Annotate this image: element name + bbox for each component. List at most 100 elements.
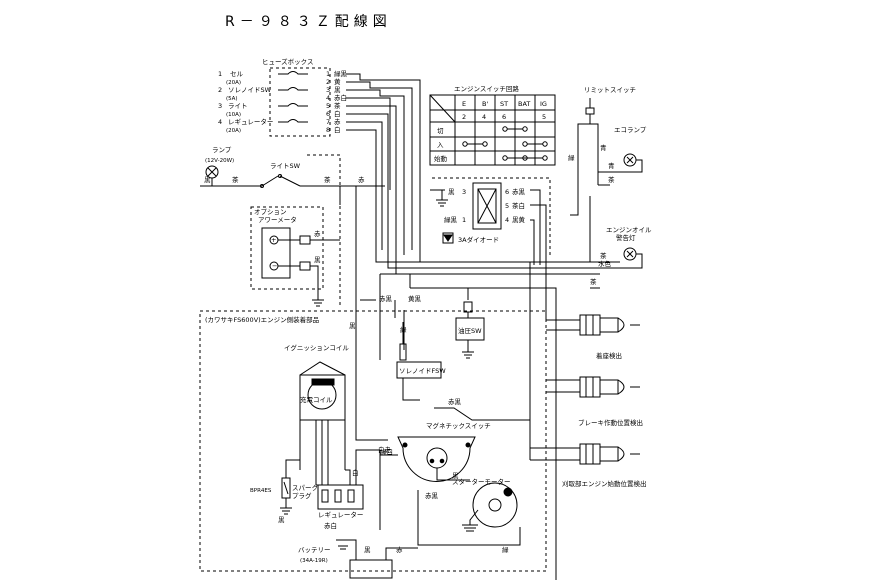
option-sub: アワーメータ [258,215,297,224]
terminal-2-color: 黄 [334,77,341,86]
terminal-8-color: 白 [334,125,341,134]
magneto-wire-white-red: 白赤 [378,445,392,454]
terminal-7-num: 7 [326,118,330,126]
diode-label: 3Aダイオード [458,235,499,244]
regulator-wire-green-white: 緑白 [380,447,393,456]
detect-2-label: ブレーキ作動位置検出 [578,418,643,427]
fuse-element-1 [278,71,308,75]
num-e: 2 [462,113,466,121]
relay-left-num-2: 1 [462,216,466,224]
terminal-3-color: 黒 [334,86,341,94]
battery-wire-red: 赤 [396,546,403,554]
light-wire-red: 赤 [358,176,365,184]
hour-meter-body [261,227,291,279]
oil-sw-label: 油圧SW [458,326,482,335]
battery-body [349,559,393,579]
solenoid-wire-green: 緑 [400,325,407,334]
meter-minus-icon: − [272,262,277,270]
ignition-coil-label: イグニッションコイル [284,343,349,352]
fuse-2-num: 2 [218,86,222,94]
oil-lamp-line2: 警告灯 [616,233,636,242]
fuse-3-label: ライト [228,102,248,110]
terminal-5-color: 茶 [334,101,341,110]
terminal-1-num: 1 [326,70,330,78]
col-bat: BAT [518,100,530,108]
lamp-wire-black: 黒 [204,176,211,184]
relay-frame [472,182,502,230]
fuse-box: ヒューズボックス 1 セル (20A) 2 ソレノイドSW (5A) 3 ライト… [218,57,348,137]
relay-right-color-5: 茶白 [512,201,525,210]
terminal-7-color: 赤 [334,118,341,126]
bus-wire-yellow-black: 黄黒 [408,294,422,303]
fuse-box-frame [269,67,331,137]
regulator-label: レギュレーター [318,510,363,519]
terminal-6-color: 白 [334,109,341,118]
meter-wire-black: 黒 [314,256,321,264]
col-e: E [462,100,466,108]
relay-right-color-6: 赤黒 [512,188,526,196]
meter-plus-icon: + [271,236,276,244]
fuse-1-num: 1 [218,70,222,78]
fuse-3-rating: (10A) [226,112,241,118]
row-on: 入 [437,141,444,149]
num-b: 4 [482,113,486,121]
bus-lines: 赤黒 黄黒 茶 [355,186,620,580]
row-off: 切 [437,127,444,135]
col-ig: IG [540,100,547,108]
lamp-label: ランプ [212,146,232,154]
relay-left-num-1: 3 [462,188,466,196]
magneto-switch-label: マグネチックスイッチ [426,421,491,430]
light-wire-brown-2: 茶 [324,175,331,184]
relay-right-color-4: 黒黄 [512,215,526,224]
solenoid-label: ソレノイドFSW [399,367,446,375]
starter-wire-red-black: 赤黒 [425,492,439,500]
bus-wire-red-black: 赤黒 [379,295,393,303]
lamp-spec: (12V-20W) [205,158,234,164]
bus-wire-brown-right: 茶 [590,277,597,286]
fuse-4-num: 4 [218,118,222,126]
bpr4es-label: BPR4ES [250,488,272,494]
num-st: 6 [502,113,506,121]
fuse-element-3 [278,103,308,107]
fuse-1-label: セル [230,70,244,78]
col-st: ST [500,100,508,108]
diagram-title: R－９８３Ｚ配線図 [225,14,392,30]
fuse-box-wires [346,73,421,250]
meter-wire-red: 赤 [314,230,321,238]
starter-label-visible: スターターモーター [452,477,511,486]
eco-lamp-label: エコランプ [614,126,647,134]
magneto-wire-red-black: 赤黒 [448,398,462,406]
starter-motor [472,482,518,528]
relay-left-color-1: 黒 [448,188,455,196]
terminal-4-color: 赤白 [334,93,347,102]
engine-switch-table: エンジンスイッチ回路 E B' ST BAT IG 2 4 6 5 切 入 始動 [429,84,556,166]
fuse-2-rating: (5A) [226,96,238,102]
terminal-3-num: 3 [326,86,330,94]
mower-switch-connector [579,443,601,465]
terminal-4-num: 4 [326,94,330,102]
fuse-1-rating: (20A) [226,80,241,86]
engine-box: (カワサキFS600V)エンジン側装着部品 イグニッションコイル 充電コイル ス… [199,301,547,572]
eco-wire-blue: 青 [608,161,615,170]
fuse-4-rating: (20A) [226,128,241,134]
battery-label: バッテリー [298,546,331,554]
battery: バッテリー (34A-19R) 黒 赤 [298,539,418,579]
relay-right-num-5: 5 [505,202,509,210]
fuse-element-2 [278,87,308,91]
regulator-body [317,484,364,510]
terminal-1-color: 緑黒 [334,69,348,78]
row-start: 始動 [434,154,448,163]
spark-plug-label-2: プラグ [292,491,312,500]
detect-switches: 着座検出 ブレーキ作動位置検出 刈取部エンジン始動位置検出 [529,314,647,488]
fuse-2-label: ソレノイドSW [228,86,272,94]
seat-switch-connector [579,314,601,336]
relay-right-num-6: 6 [505,188,509,196]
col-b: B' [482,100,488,108]
charge-coil-label: 充電コイル [300,395,333,404]
oil-wire-light-blue: 水色 [598,259,612,268]
spark-plug-label-1: スパーク [292,484,318,492]
terminal-5-num: 5 [326,102,330,110]
oil-wire-brown: 茶 [600,251,607,260]
limit-switch-label: リミットスイッチ [584,86,636,94]
